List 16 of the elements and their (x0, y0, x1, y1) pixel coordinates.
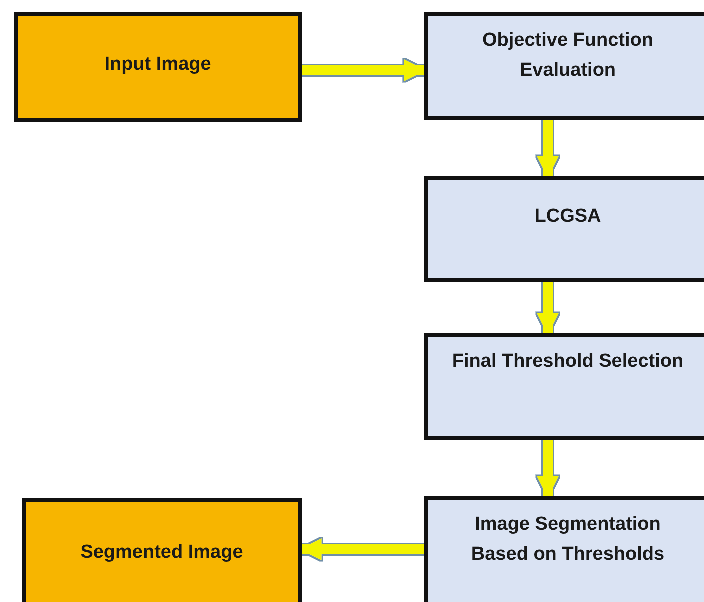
box-label: Objective Function Evaluation (481, 29, 655, 83)
process-box (424, 176, 704, 282)
box-label: Input Image (104, 53, 212, 77)
process-box (424, 12, 704, 120)
arrow (537, 120, 559, 178)
box-label: Final Threshold Selection (451, 350, 685, 374)
arrow (537, 440, 559, 498)
box-label: LCGSA (534, 205, 602, 229)
process-box (424, 496, 704, 602)
io-box (22, 498, 302, 602)
io-box (14, 12, 302, 122)
box-label: Segmented Image (80, 541, 244, 565)
arrow (302, 60, 426, 82)
process-box (424, 333, 704, 440)
arrow (537, 282, 559, 336)
box-label: Image Segmentation Based on Thresholds (470, 513, 666, 567)
